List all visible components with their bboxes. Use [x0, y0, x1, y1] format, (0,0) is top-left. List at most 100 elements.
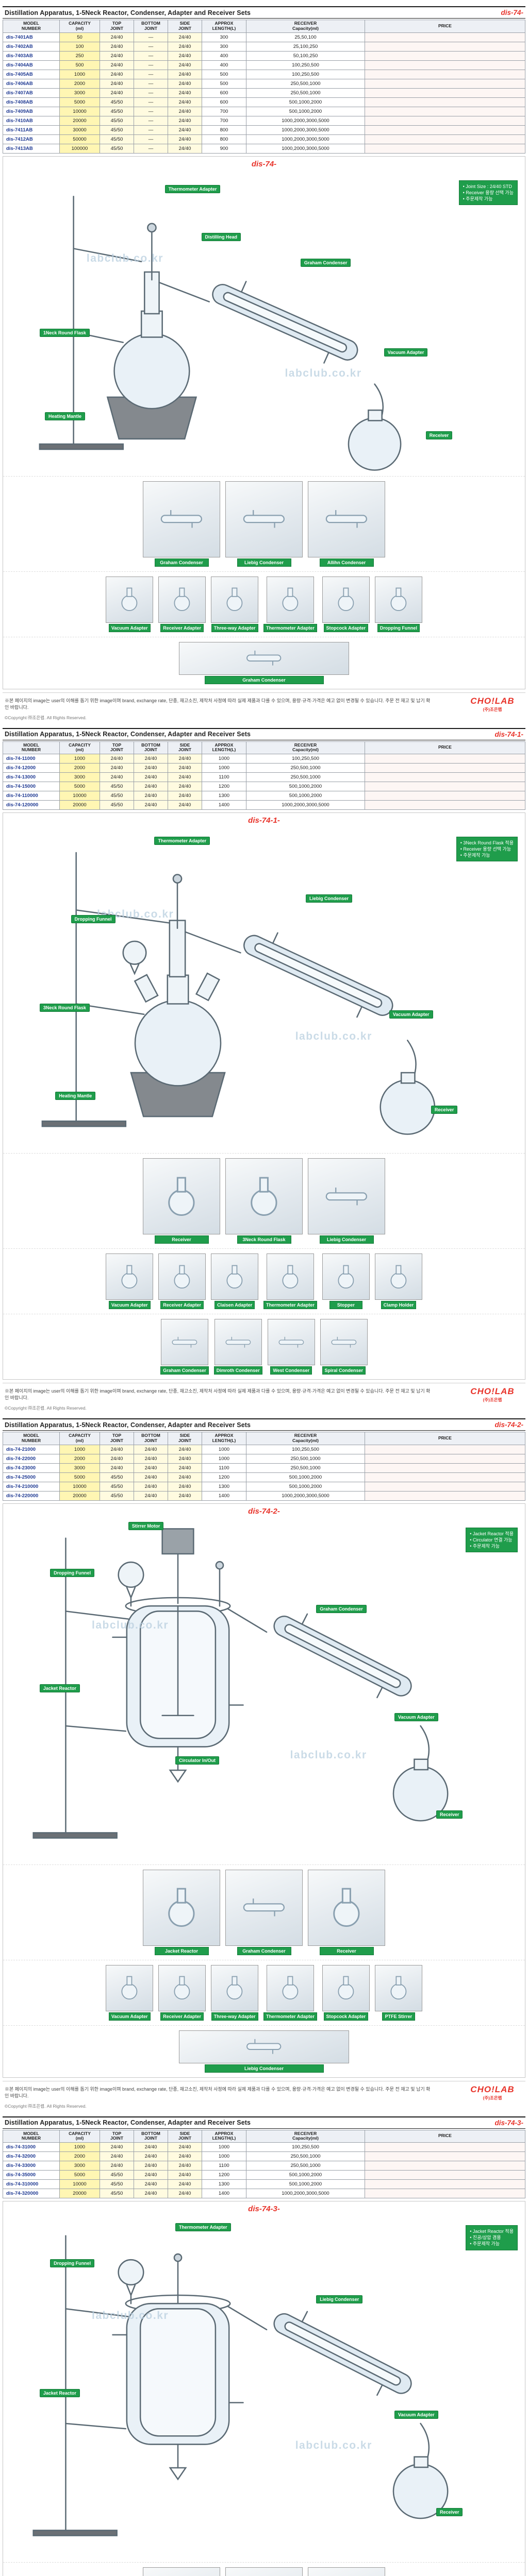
- length-cell: 1400: [202, 1490, 246, 1501]
- product-photo: Thermometer Adapter: [263, 1253, 317, 1310]
- top-joint-cell: 24/40: [100, 754, 134, 764]
- photo-image: [143, 481, 220, 557]
- capacity-cell: 50000: [59, 134, 100, 144]
- capacity-cell: 10000: [59, 2179, 100, 2190]
- condenser-icon: [160, 510, 203, 528]
- component-label: 3Neck Round Flask: [39, 1003, 90, 1012]
- receiver-cell: 500,1000,2000: [246, 782, 365, 792]
- photo-caption: Allihn Condenser: [319, 558, 374, 567]
- side-joint-cell: 24/40: [168, 2170, 202, 2180]
- product-photo: Receiver: [143, 1158, 220, 1244]
- photo-caption: Vacuum Adapter: [108, 2012, 151, 2021]
- diagram-section-dis-74-3: dis-74-3- labclub.co.kr labclub.co.kr: [3, 2201, 525, 2576]
- length-cell: 1400: [202, 2189, 246, 2199]
- side-joint-cell: 24/40: [168, 1490, 202, 1501]
- length-cell: 400: [202, 50, 246, 61]
- model-cell: dis-7407AB: [3, 88, 60, 98]
- column-header: CAPACITY (ml): [59, 1432, 100, 1445]
- capacity-cell: 1000: [59, 2142, 100, 2153]
- bottom-joint-cell: —: [134, 125, 168, 135]
- footer-note: ※본 페이지의 image는 user의 이해를 돕기 위한 image이며 b…: [3, 1383, 525, 1404]
- photo-image: [267, 1319, 315, 1366]
- length-cell: 1300: [202, 1481, 246, 1492]
- column-header: TOP JOINT: [100, 741, 134, 755]
- bottom-joint-cell: —: [134, 60, 168, 70]
- price-cell: [365, 1481, 525, 1492]
- product-photo: Receiver Adapter: [158, 1253, 206, 1310]
- price-cell: [365, 32, 525, 42]
- column-header: BOTTOM JOINT: [134, 741, 168, 755]
- titlebar-dis-74-2: Distillation Apparatus, 1-5Neck Reactor,…: [3, 1418, 525, 1431]
- photo-image: [211, 1253, 259, 1300]
- length-cell: 1200: [202, 1472, 246, 1482]
- receiver-cell: 100,250,500: [246, 60, 365, 70]
- table-row: dis-74-31000 1000 24/40 24/40 24/40 1000…: [3, 2142, 525, 2153]
- side-joint-cell: 24/40: [168, 88, 202, 98]
- distillation-schematic: [41, 852, 436, 1135]
- copyright: ©Copyright ㈜조은랩. All Rights Reserved.: [5, 715, 87, 720]
- length-cell: 700: [202, 115, 246, 126]
- diagram-code: dis-74-: [251, 159, 277, 168]
- top-joint-cell: 24/40: [100, 2151, 134, 2162]
- product-photo: Receiver: [308, 2567, 385, 2576]
- cholab-logo: CHO!LAB (주)조은랩: [461, 1386, 523, 1403]
- model-cell: dis-74-11000: [3, 754, 60, 764]
- column-header: TOP JOINT: [100, 2129, 134, 2143]
- note-text: ※본 페이지의 image는 user의 이해를 돕기 위한 image이며 b…: [5, 2087, 431, 2098]
- titlebar-dis-74: Distillation Apparatus, 1-5Neck Reactor,…: [3, 6, 525, 19]
- bottom-joint-cell: 24/40: [134, 2151, 168, 2162]
- flask-icon: [174, 1976, 190, 2000]
- top-joint-cell: 45/50: [100, 2170, 134, 2180]
- footer-note: ※본 페이지의 image는 user의 이해를 돕기 위한 image이며 b…: [3, 2080, 525, 2102]
- product-photo: Liebig Condenser: [225, 481, 303, 567]
- receiver-cell: 25,100,250: [246, 41, 365, 52]
- table-row: dis-74-33000 3000 24/40 24/40 24/40 1100…: [3, 2161, 525, 2171]
- receiver-cell: 500,1000,2000: [246, 106, 365, 116]
- model-cell: dis-7411AB: [3, 125, 60, 135]
- price-cell: [365, 106, 525, 116]
- photo-image: [179, 2030, 349, 2063]
- length-cell: 1300: [202, 791, 246, 801]
- product-photo: Stopcock Adapter: [322, 576, 370, 632]
- side-joint-cell: 24/40: [168, 134, 202, 144]
- price-cell: [365, 97, 525, 107]
- component-label: Heating Mantle: [44, 412, 85, 420]
- photo-row-large: Jacket Reactor Liebig Condenser Re: [3, 2562, 525, 2576]
- length-cell: 1200: [202, 782, 246, 792]
- model-cell: dis-74-22000: [3, 1453, 60, 1464]
- price-cell: [365, 800, 525, 810]
- price-cell: [365, 763, 525, 773]
- photo-caption: Stopcock Adapter: [323, 623, 369, 632]
- top-joint-cell: 45/50: [100, 1490, 134, 1501]
- table-row: dis-7411AB 30000 45/50 — 24/40 800 1000,…: [3, 125, 525, 135]
- capacity-cell: 250: [59, 50, 100, 61]
- column-header: APPROX LENGTH(L): [202, 2129, 246, 2143]
- schematic-area: dis-74- labclub.co.kr labclub.co.kr: [3, 157, 525, 476]
- model-cell: dis-74-120000: [3, 800, 60, 810]
- photo-caption: Liebig Condenser: [237, 558, 291, 567]
- receiver-cell: 100,250,500: [246, 1444, 365, 1454]
- length-cell: 1100: [202, 1463, 246, 1473]
- diagram-code: dis-74-1-: [248, 816, 280, 825]
- column-header: APPROX LENGTH(L): [202, 1432, 246, 1445]
- photo-caption: Thermometer Adapter: [263, 623, 317, 632]
- receiver-cell: 50,100,250: [246, 50, 365, 61]
- product-photo: West Condenser: [267, 1319, 315, 1375]
- bottom-joint-cell: 24/40: [134, 1453, 168, 1464]
- capacity-cell: 2000: [59, 2151, 100, 2162]
- bottom-joint-cell: —: [134, 97, 168, 107]
- receiver-cell: 500,1000,2000: [246, 2179, 365, 2190]
- column-header: TOP JOINT: [100, 20, 134, 33]
- price-cell: [365, 50, 525, 61]
- condenser-icon: [325, 510, 368, 528]
- capacity-cell: 2000: [59, 763, 100, 773]
- photo-caption: Receiver Adapter: [160, 1301, 204, 1310]
- photo-image: [225, 2567, 303, 2576]
- photo-image: [374, 1253, 422, 1300]
- photo-row-wide: Liebig Condenser: [3, 2025, 525, 2077]
- table-row: dis-74-35000 5000 45/50 24/40 24/40 1200…: [3, 2170, 525, 2180]
- top-joint-cell: 45/50: [100, 1481, 134, 1492]
- product-photo: Claisen Adapter: [211, 1253, 259, 1310]
